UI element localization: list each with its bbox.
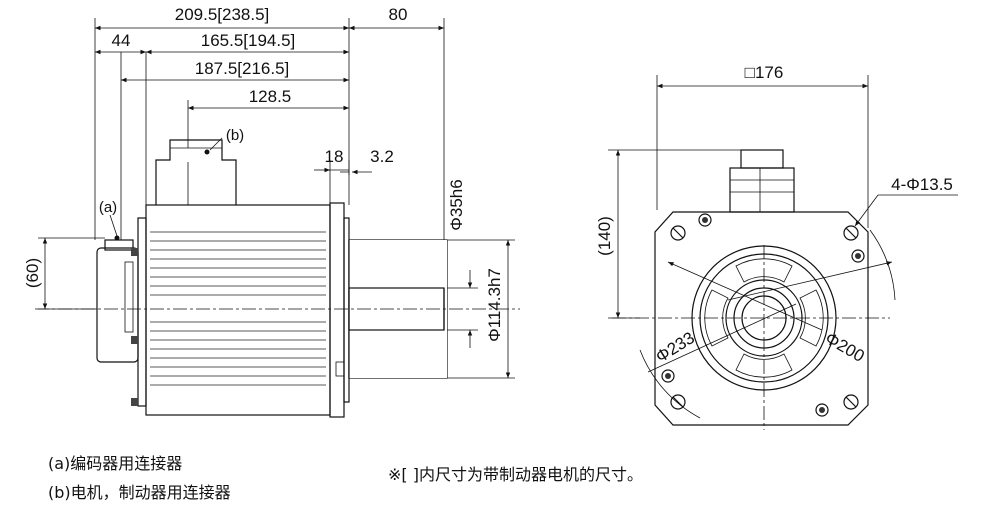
dim-shaft-dia: Φ35h6 [447, 179, 466, 230]
callout-b: (b) [226, 127, 244, 144]
dim-flange: 18 [325, 147, 344, 166]
dim-holes: 4-Φ13.5 [891, 175, 953, 194]
encoder-height-dim [38, 237, 105, 310]
dim-spigot: 3.2 [370, 147, 394, 166]
encoder-detail [124, 261, 134, 333]
mounting-holes [670, 225, 859, 410]
flange-bolt [335, 361, 345, 377]
front-spokes [704, 258, 824, 378]
dim-spigot-dia: Φ114.3h7 [485, 268, 504, 342]
dim-shaft: 80 [389, 5, 408, 24]
encoder-connector [104, 239, 134, 251]
power-connector-dot [204, 149, 210, 155]
dim-outer-dia: Φ233 [652, 328, 698, 366]
legend-a: (a)编码器用连接器 [48, 454, 183, 473]
dim-encoder-height: (60) [23, 258, 42, 288]
callout-a: (a) [99, 199, 117, 216]
dim-conn-height: (140) [595, 216, 614, 256]
front-flange-square [654, 211, 869, 426]
power-connector [155, 139, 237, 205]
rear-bolts [131, 248, 138, 406]
front-bolts [661, 213, 865, 417]
front-view: □176 4-Φ13.5 (140) Φ200 Φ233 [595, 63, 958, 430]
legend-b: (b)电机，制动器用连接器 [48, 483, 231, 502]
rear-cover [137, 217, 147, 407]
dim-pcd: Φ200 [822, 329, 868, 366]
front-connector-cap [740, 149, 784, 169]
dim-square: □176 [745, 63, 784, 82]
flange-step [343, 217, 350, 403]
dim-body-b: 187.5[216.5] [195, 59, 290, 78]
encoder-housing [96, 247, 139, 363]
front-connector [729, 167, 795, 213]
side-dimension-lines [95, 25, 444, 175]
shaft-diameter-dims [447, 239, 515, 379]
front-height-dim [608, 149, 741, 319]
dim-rear: 44 [112, 31, 131, 50]
motor-body [145, 204, 331, 416]
motor-fins [150, 231, 326, 386]
encoder-connector-dot [114, 235, 120, 241]
side-view: 209.5[238.5] 80 44 165.5[194.5] 187.5[21… [23, 5, 520, 418]
dim-body-a: 165.5[194.5] [201, 31, 296, 50]
dim-overall: 209.5[238.5] [175, 5, 270, 24]
side-extension-lines [94, 18, 445, 288]
front-flange [329, 202, 345, 418]
dim-connector-b: 128.5 [249, 87, 292, 106]
front-square-dim [656, 75, 869, 228]
bracket-note: ※[ ]内尺寸为带制动器电机的尺寸。 [388, 465, 643, 484]
